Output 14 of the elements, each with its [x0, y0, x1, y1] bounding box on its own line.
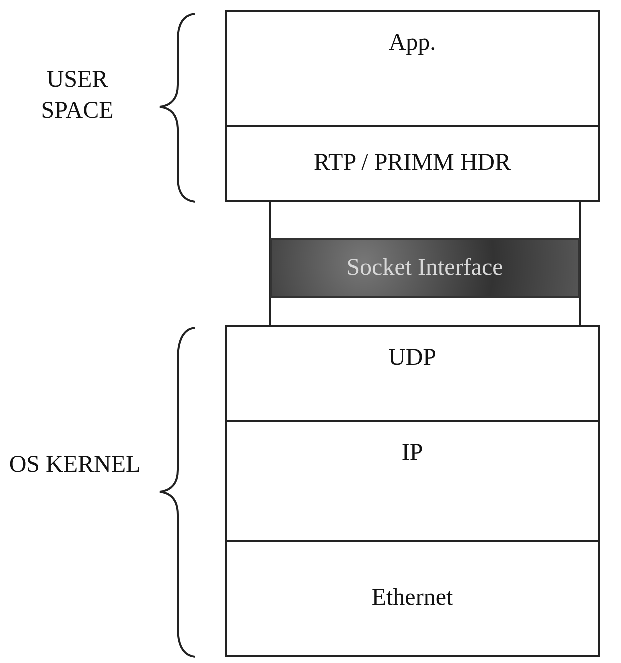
- layer-label: Ethernet: [372, 585, 454, 612]
- protocol-layer-box: [225, 420, 600, 542]
- layer-label: IP: [402, 440, 424, 467]
- region-label: USER SPACE: [40, 66, 115, 126]
- layer-label: App.: [388, 30, 436, 57]
- socket-interface-band: [270, 238, 580, 298]
- protocol-layer-box: [225, 125, 600, 202]
- protocol-layer-box: [225, 325, 600, 422]
- app-layer-box: [225, 10, 600, 127]
- layer-label: Socket Interface: [346, 254, 504, 282]
- protocol-layer-box: [225, 540, 600, 657]
- layer-label: RTP / PRIMM HDR: [314, 150, 512, 177]
- layer-label: UDP: [388, 345, 436, 372]
- region-label: OS KERNEL: [8, 451, 142, 480]
